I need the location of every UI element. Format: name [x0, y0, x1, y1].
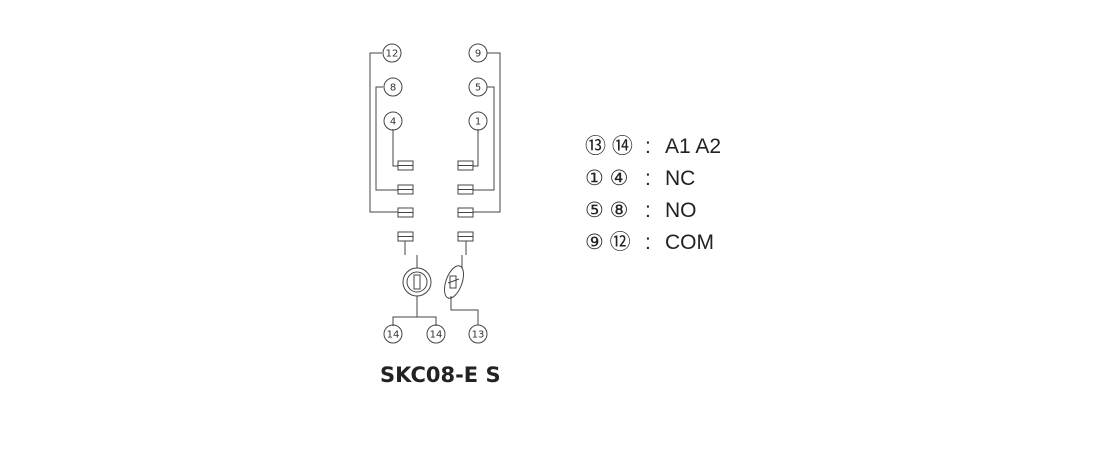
legend-row-com: ⑨ ⑫: COM	[585, 229, 721, 261]
diode-body	[443, 265, 465, 299]
wire-13	[450, 296, 479, 325]
terminal-4-label: 4	[390, 117, 396, 128]
terminal-1-label: 1	[475, 117, 481, 128]
terminal-12	[382, 43, 402, 63]
coil-element	[413, 274, 421, 290]
terminal-5-label: 5	[475, 83, 481, 94]
legend-separator: :	[645, 231, 651, 254]
wire-8	[375, 86, 398, 191]
contact-terminal	[397, 207, 414, 218]
wire-1	[473, 129, 479, 167]
terminal-14-right-label: 14	[430, 330, 443, 341]
wire-9	[473, 52, 501, 213]
legend-separator: :	[645, 135, 651, 158]
contact-terminal	[457, 160, 474, 171]
legend-value: NO	[665, 199, 697, 222]
terminal-9-label: 9	[475, 49, 481, 60]
terminal-1	[468, 111, 488, 131]
legend-pins: ⑤ ⑧	[585, 199, 629, 222]
wire-5	[473, 86, 495, 191]
legend-pins: ⑬ ⑭	[585, 135, 633, 158]
pin-legend: ⑬ ⑭: A1 A2 ① ④: NC ⑤ ⑧: NO ⑨ ⑫: COM	[585, 133, 721, 261]
wire-12	[369, 52, 398, 213]
legend-value: NC	[665, 167, 696, 190]
legend-value: A1 A2	[665, 135, 722, 158]
terminal-8-label: 8	[390, 83, 396, 94]
legend-row-nc: ① ④: NC	[585, 165, 721, 197]
legend-pins: ① ④	[585, 167, 629, 190]
contact-terminal	[457, 231, 474, 242]
contact-terminal	[397, 184, 414, 195]
contact-terminal	[457, 207, 474, 218]
contact-terminal	[397, 160, 414, 171]
terminal-12-label: 12	[386, 49, 399, 60]
terminal-13	[468, 324, 488, 344]
wire-14	[392, 296, 437, 326]
terminal-9	[468, 43, 488, 63]
terminal-5	[468, 77, 488, 97]
legend-pins: ⑨ ⑫	[585, 231, 631, 254]
legend-row-coil: ⑬ ⑭: A1 A2	[585, 133, 721, 165]
terminal-14-right	[426, 324, 446, 344]
legend-value: COM	[665, 231, 714, 254]
legend-row-no: ⑤ ⑧: NO	[585, 197, 721, 229]
model-name: SKC08-E S	[380, 363, 501, 387]
coil-ring-inner	[406, 271, 428, 293]
terminal-14-left-label: 14	[387, 330, 400, 341]
legend-separator: :	[645, 167, 651, 190]
wire-4	[392, 129, 398, 167]
terminal-13-label: 13	[472, 330, 485, 341]
terminal-8	[383, 77, 403, 97]
contact-terminal	[397, 231, 414, 242]
terminal-4	[383, 111, 403, 131]
contact-terminal	[457, 184, 474, 195]
terminal-14-left	[383, 324, 403, 344]
diode-mark	[447, 278, 460, 284]
legend-separator: :	[645, 199, 651, 222]
